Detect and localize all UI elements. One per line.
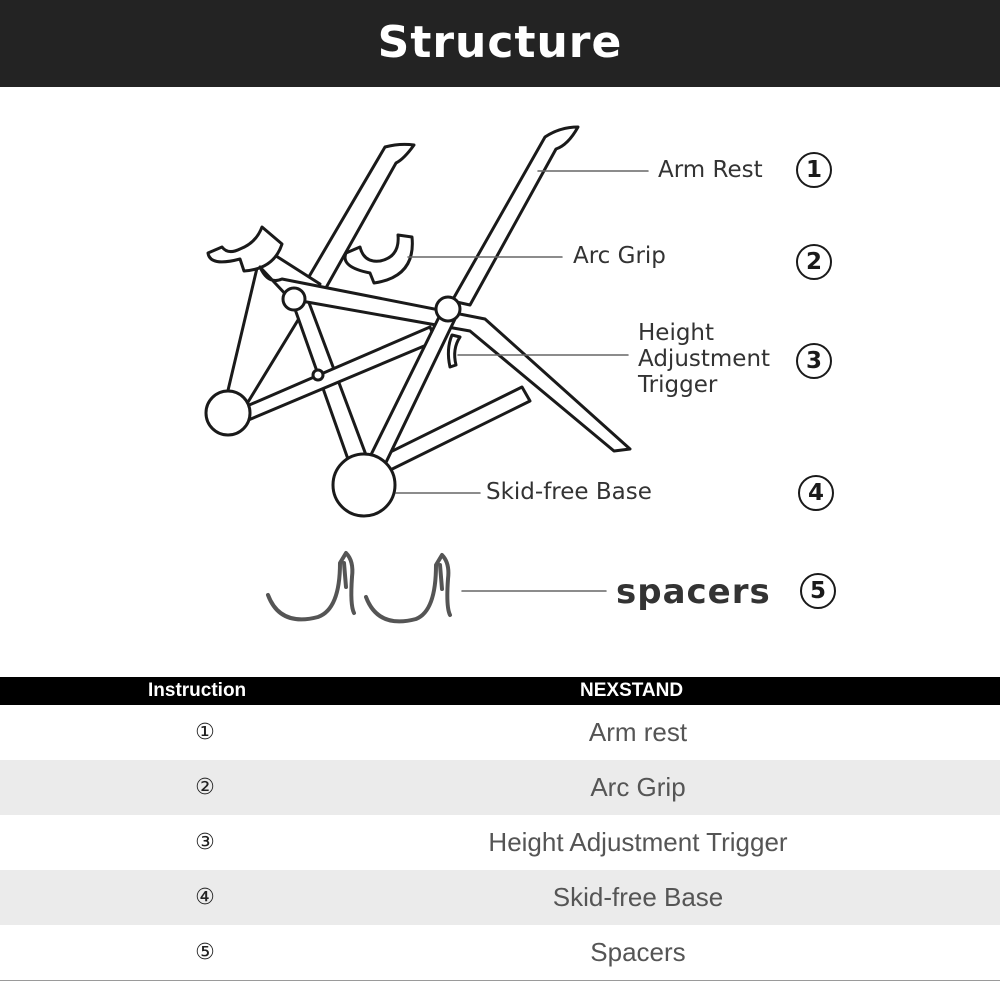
right-pivot	[434, 295, 462, 323]
stand-illustration	[204, 125, 649, 624]
row-number: ①	[195, 720, 215, 745]
header-nexstand: NEXSTAND	[580, 680, 684, 701]
row-number: ③	[195, 830, 215, 855]
right-arc-grip	[343, 233, 414, 285]
number-badge-5: 5	[800, 573, 836, 609]
row-number: ②	[195, 775, 215, 800]
number-badge-2: 2	[796, 244, 832, 280]
left-foot	[204, 389, 252, 437]
row-part-name: Spacers	[590, 937, 686, 967]
structure-diagram: Arm Rest Arc Grip Height Adjustment Trig…	[0, 87, 1000, 677]
table-row: ④ Skid-free Base	[0, 870, 1000, 925]
table-row: ① Arm rest	[0, 705, 1000, 760]
row-part-name: Height Adjustment Trigger	[488, 827, 788, 857]
callout-skid-free-base: Skid-free Base	[486, 479, 652, 505]
page-title: Structure	[377, 17, 623, 68]
spacer-right	[364, 553, 452, 624]
left-pivot	[281, 286, 307, 312]
spacer-right-slot	[438, 563, 444, 591]
instruction-table: Instruction NEXSTAND ① Arm rest ② Arc Gr…	[0, 677, 1000, 981]
callout-arc-grip: Arc Grip	[573, 243, 666, 269]
row-number: ④	[195, 885, 215, 910]
callout-arm-rest: Arm Rest	[658, 157, 763, 183]
row-part-name: Arm rest	[588, 717, 688, 747]
spacer-left	[266, 551, 356, 622]
right-main-frame	[258, 265, 632, 453]
callout-height-trigger: Height Adjustment Trigger	[638, 320, 771, 398]
callout-spacers: spacers	[616, 572, 771, 612]
height-trigger	[446, 333, 462, 369]
number-badge-1: 1	[796, 152, 832, 188]
number-badge-4: 4	[798, 475, 834, 511]
row-part-name: Skid-free Base	[552, 882, 724, 912]
table-row: ⑤ Spacers	[0, 925, 1000, 981]
left-arc-grip	[206, 225, 284, 273]
row-number: ⑤	[195, 940, 215, 965]
table-row: ③ Height Adjustment Trigger	[0, 815, 1000, 870]
right-arm-rest	[450, 125, 580, 307]
spacer-left-slot	[342, 561, 348, 589]
number-badge-3: 3	[796, 343, 832, 379]
table-header: Instruction NEXSTAND	[0, 677, 1000, 705]
row-part-name: Arc Grip	[590, 772, 686, 802]
center-pivot	[311, 368, 325, 382]
right-foot	[331, 452, 397, 518]
header-bar: Structure	[0, 0, 1000, 87]
table-row: ② Arc Grip	[0, 760, 1000, 815]
header-instruction: Instruction	[148, 680, 247, 701]
left-arm-rest	[298, 142, 416, 304]
